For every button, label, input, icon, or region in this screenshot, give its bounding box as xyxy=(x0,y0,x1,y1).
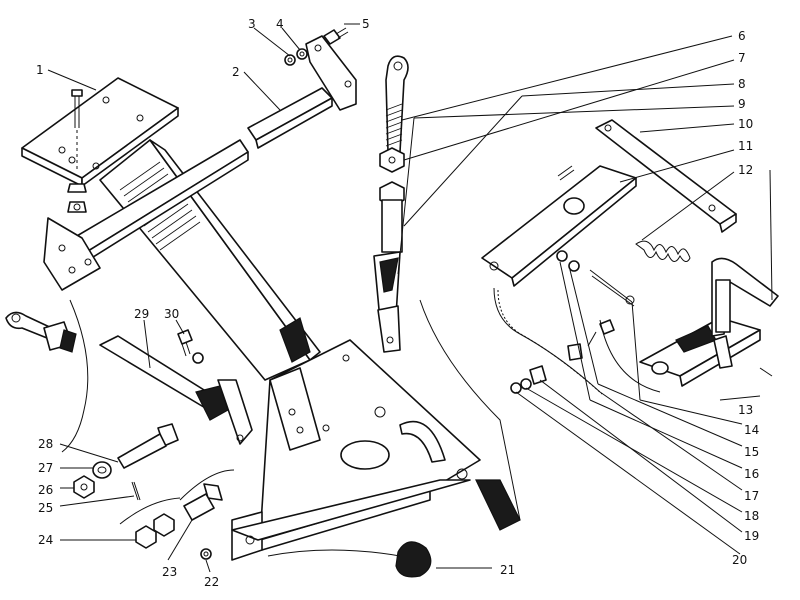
callout-12: 12 xyxy=(738,163,753,177)
pin-10a xyxy=(557,165,575,181)
callout-labels: 1 2 3 4 5 6 7 8 9 10 11 12 13 14 15 16 1… xyxy=(36,17,759,589)
nut-24 xyxy=(135,513,175,549)
nut-27 xyxy=(92,461,112,479)
rod-14 xyxy=(589,269,635,307)
callout-11: 11 xyxy=(738,139,753,153)
callout-28: 28 xyxy=(38,437,53,451)
callout-20: 20 xyxy=(732,553,747,567)
link-bar-10 xyxy=(595,119,737,233)
bolt-plate xyxy=(67,89,87,213)
nut-7 xyxy=(379,147,405,173)
washer-18 xyxy=(510,378,532,394)
eye-rod xyxy=(385,55,409,153)
callout-10: 10 xyxy=(738,117,753,131)
fork-end xyxy=(5,311,77,353)
washer-3 xyxy=(284,54,296,66)
callout-26: 26 xyxy=(38,483,53,497)
callout-21: 21 xyxy=(500,563,515,577)
callout-17: 17 xyxy=(744,489,759,503)
lever-11 xyxy=(481,165,637,287)
clip-19 xyxy=(529,365,547,385)
bolt-28 xyxy=(117,423,179,469)
callout-7: 7 xyxy=(738,51,746,65)
callout-13: 13 xyxy=(738,403,753,417)
callout-19: 19 xyxy=(744,529,759,543)
cap-21 xyxy=(395,541,432,578)
bolt-30 xyxy=(177,329,193,357)
callout-6: 6 xyxy=(738,29,746,43)
side-gusset xyxy=(43,217,101,291)
callout-24: 24 xyxy=(38,533,53,547)
base-frame xyxy=(231,339,521,561)
callout-3: 3 xyxy=(248,17,256,31)
washer-16 xyxy=(556,250,580,272)
cutaway-curves xyxy=(61,299,661,557)
washer-4 xyxy=(296,48,308,60)
callout-15: 15 xyxy=(744,445,759,459)
bolt-23 xyxy=(183,483,223,521)
callout-5: 5 xyxy=(362,17,370,31)
support-rod xyxy=(99,335,253,445)
washer-22 xyxy=(200,548,212,560)
callout-30: 30 xyxy=(164,307,179,321)
callout-25: 25 xyxy=(38,501,53,515)
washer-30b xyxy=(192,352,204,364)
upper-bracket xyxy=(247,35,357,149)
callout-9: 9 xyxy=(738,97,746,111)
spring-12 xyxy=(635,240,691,262)
pin-13a xyxy=(759,367,773,377)
nut-26 xyxy=(73,475,95,499)
bracket-13 xyxy=(639,257,779,387)
pin-25 xyxy=(131,481,141,501)
tube-8 xyxy=(379,181,405,253)
callout-1: 1 xyxy=(36,63,44,77)
mounting-plate xyxy=(21,77,179,187)
fork-tip-9 xyxy=(373,251,401,353)
callout-4: 4 xyxy=(276,17,284,31)
callout-16: 16 xyxy=(744,467,759,481)
cable-17 xyxy=(493,287,603,395)
callout-23: 23 xyxy=(162,565,177,579)
leader-lines xyxy=(47,23,773,573)
callout-2: 2 xyxy=(232,65,240,79)
callout-8: 8 xyxy=(738,77,746,91)
callout-22: 22 xyxy=(204,575,219,589)
callout-14: 14 xyxy=(744,423,759,437)
callout-18: 18 xyxy=(744,509,759,523)
bolt-5 xyxy=(323,27,349,45)
callout-29: 29 xyxy=(134,307,149,321)
callout-27: 27 xyxy=(38,461,53,475)
